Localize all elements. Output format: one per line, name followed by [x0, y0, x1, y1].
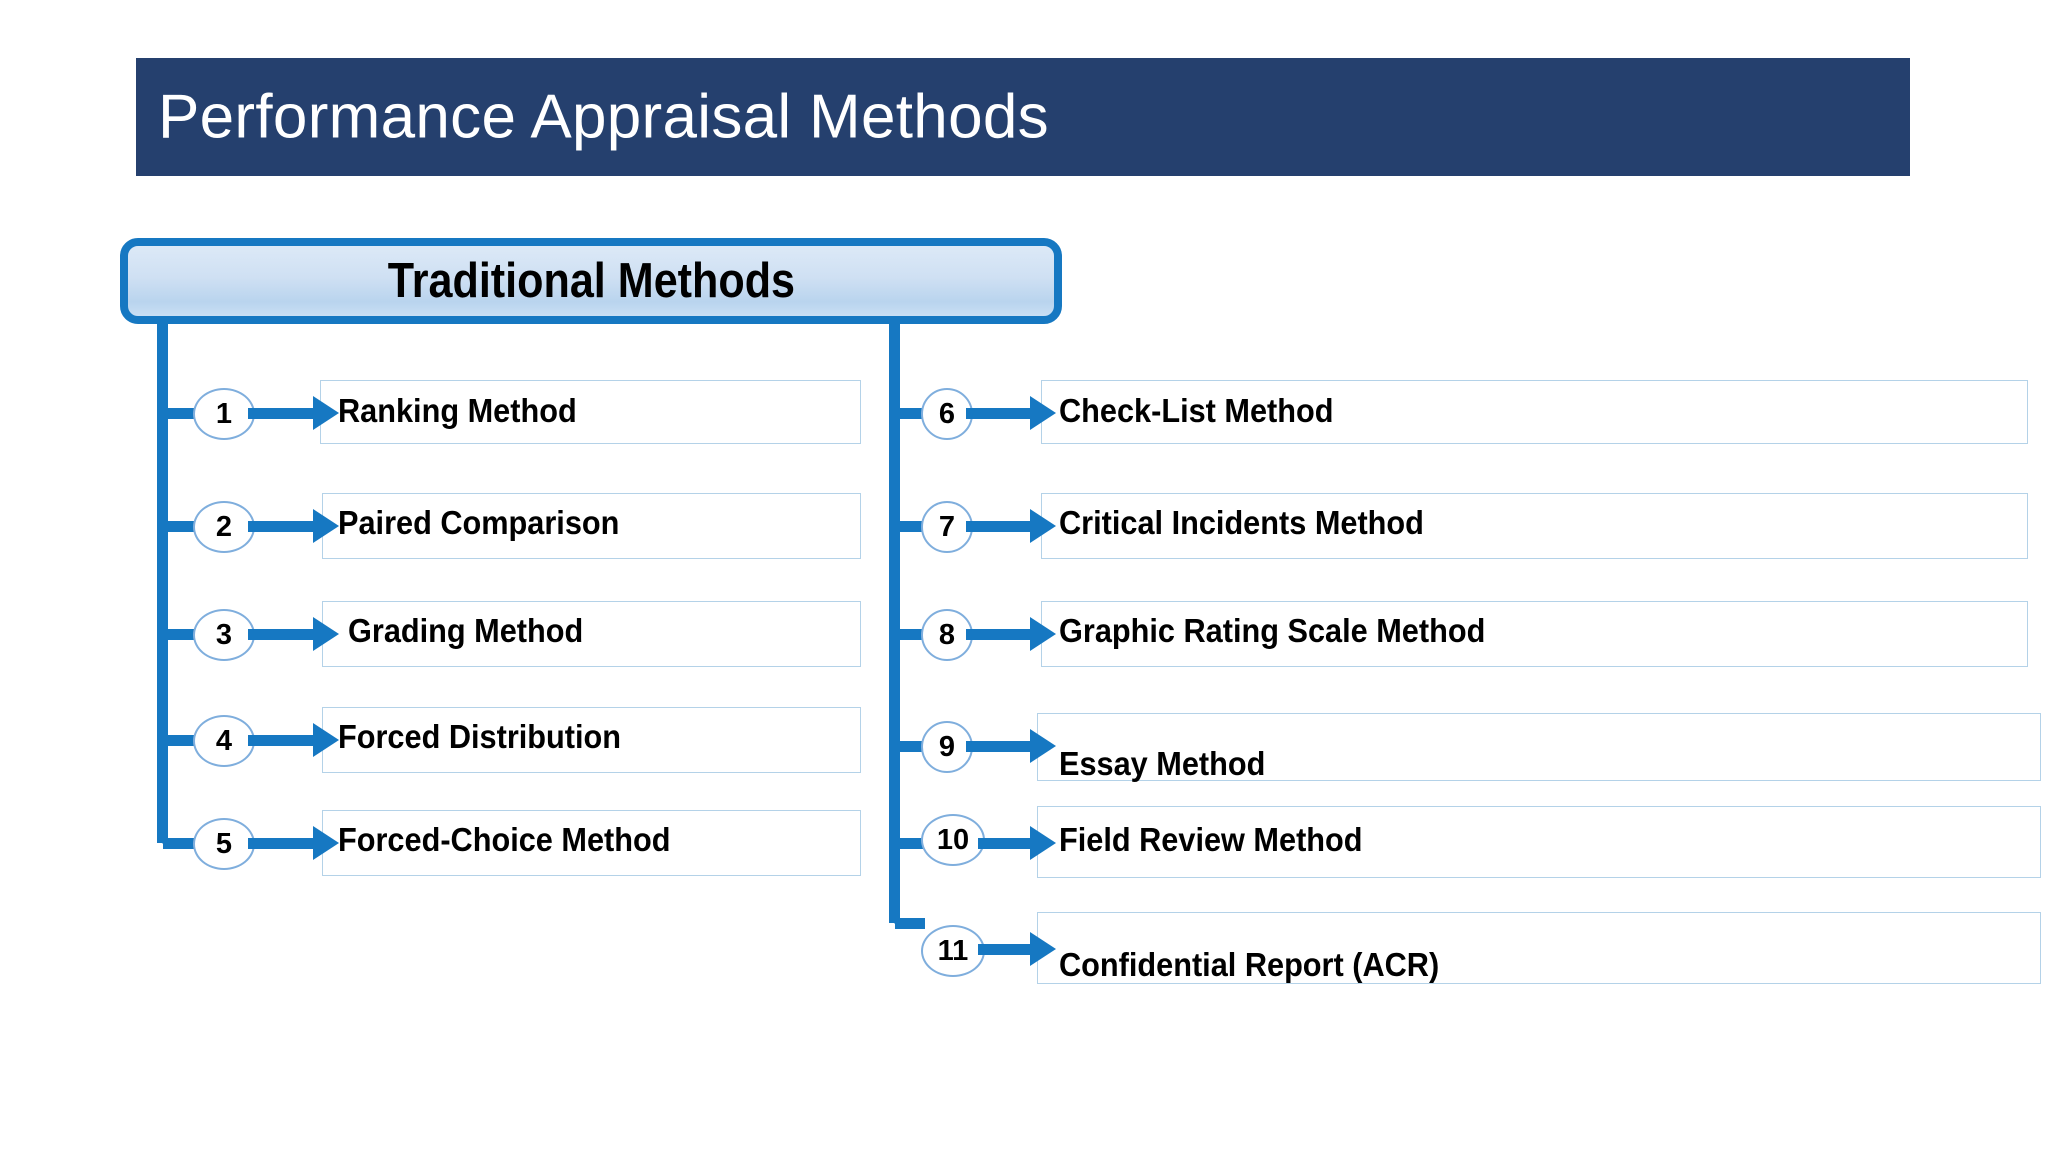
method-box [1041, 493, 2028, 559]
method-label: Critical Incidents Method [1059, 504, 1424, 541]
arrow-shaft [966, 521, 1036, 532]
step-number-badge: 4 [193, 715, 255, 767]
arrow-head-icon [1030, 729, 1056, 763]
branch-stub [895, 521, 925, 532]
left-trunk-line [157, 318, 168, 843]
slide-title-banner: Performance Appraisal Methods [136, 58, 1910, 176]
method-label: Essay Method [1059, 745, 1266, 782]
arrow-shaft [248, 408, 320, 419]
method-label: Forced Distribution [338, 718, 622, 755]
arrow-head-icon [1030, 509, 1056, 543]
method-box [322, 493, 861, 559]
branch-stub [163, 629, 199, 640]
branch-stub [163, 838, 199, 849]
step-number-badge: 10 [921, 814, 985, 866]
arrow-head-icon [313, 826, 339, 860]
branch-stub [895, 629, 925, 640]
method-box [322, 810, 861, 876]
arrow-head-icon [313, 617, 339, 651]
method-box [1037, 912, 2041, 984]
arrow-shaft [248, 521, 320, 532]
arrow-head-icon [1030, 396, 1056, 430]
arrow-head-icon [313, 723, 339, 757]
arrow-shaft [248, 629, 320, 640]
method-box [322, 601, 861, 667]
method-box [1041, 380, 2028, 444]
step-number-badge: 9 [921, 721, 973, 773]
branch-stub [163, 735, 199, 746]
step-number-badge: 2 [193, 501, 255, 553]
arrow-head-icon [313, 509, 339, 543]
branch-stub [163, 521, 199, 532]
left-trunk-end-cap [157, 823, 168, 845]
step-number-badge: 6 [921, 388, 973, 440]
step-number-badge: 11 [921, 925, 985, 977]
method-box [1041, 601, 2028, 667]
method-label: Confidential Report (ACR) [1059, 946, 1440, 983]
step-number-badge: 8 [921, 609, 973, 661]
arrow-shaft [966, 629, 1036, 640]
method-box [1037, 713, 2041, 781]
method-label: Ranking Method [338, 392, 577, 429]
arrow-shaft [248, 838, 320, 849]
arrow-shaft [966, 408, 1036, 419]
method-box [1037, 806, 2041, 878]
branch-stub [895, 408, 925, 419]
step-number-badge: 1 [193, 388, 255, 440]
traditional-methods-label: Traditional Methods [387, 254, 795, 308]
method-box [322, 707, 861, 773]
arrow-head-icon [1030, 617, 1056, 651]
arrow-shaft [978, 944, 1036, 955]
arrow-head-icon [1030, 826, 1056, 860]
branch-stub [895, 918, 925, 929]
step-number-badge: 5 [193, 818, 255, 870]
arrow-shaft [248, 735, 320, 746]
method-label: Check-List Method [1059, 392, 1334, 429]
right-trunk-line [889, 318, 900, 923]
arrow-shaft [966, 741, 1036, 752]
branch-stub [895, 838, 925, 849]
traditional-methods-header: Traditional Methods [120, 238, 1062, 324]
branch-stub [895, 741, 925, 752]
arrow-head-icon [1030, 932, 1056, 966]
arrow-shaft [978, 838, 1036, 849]
method-label: Graphic Rating Scale Method [1059, 612, 1486, 649]
arrow-head-icon [313, 396, 339, 430]
method-label: Grading Method [348, 612, 584, 649]
page-title: Performance Appraisal Methods [158, 82, 1049, 152]
method-label: Paired Comparison [338, 504, 620, 541]
branch-stub [163, 408, 199, 419]
right-trunk-end-cap [889, 903, 900, 925]
step-number-badge: 7 [921, 501, 973, 553]
method-label: Forced-Choice Method [338, 821, 671, 858]
method-label: Field Review Method [1059, 821, 1363, 858]
step-number-badge: 3 [193, 609, 255, 661]
